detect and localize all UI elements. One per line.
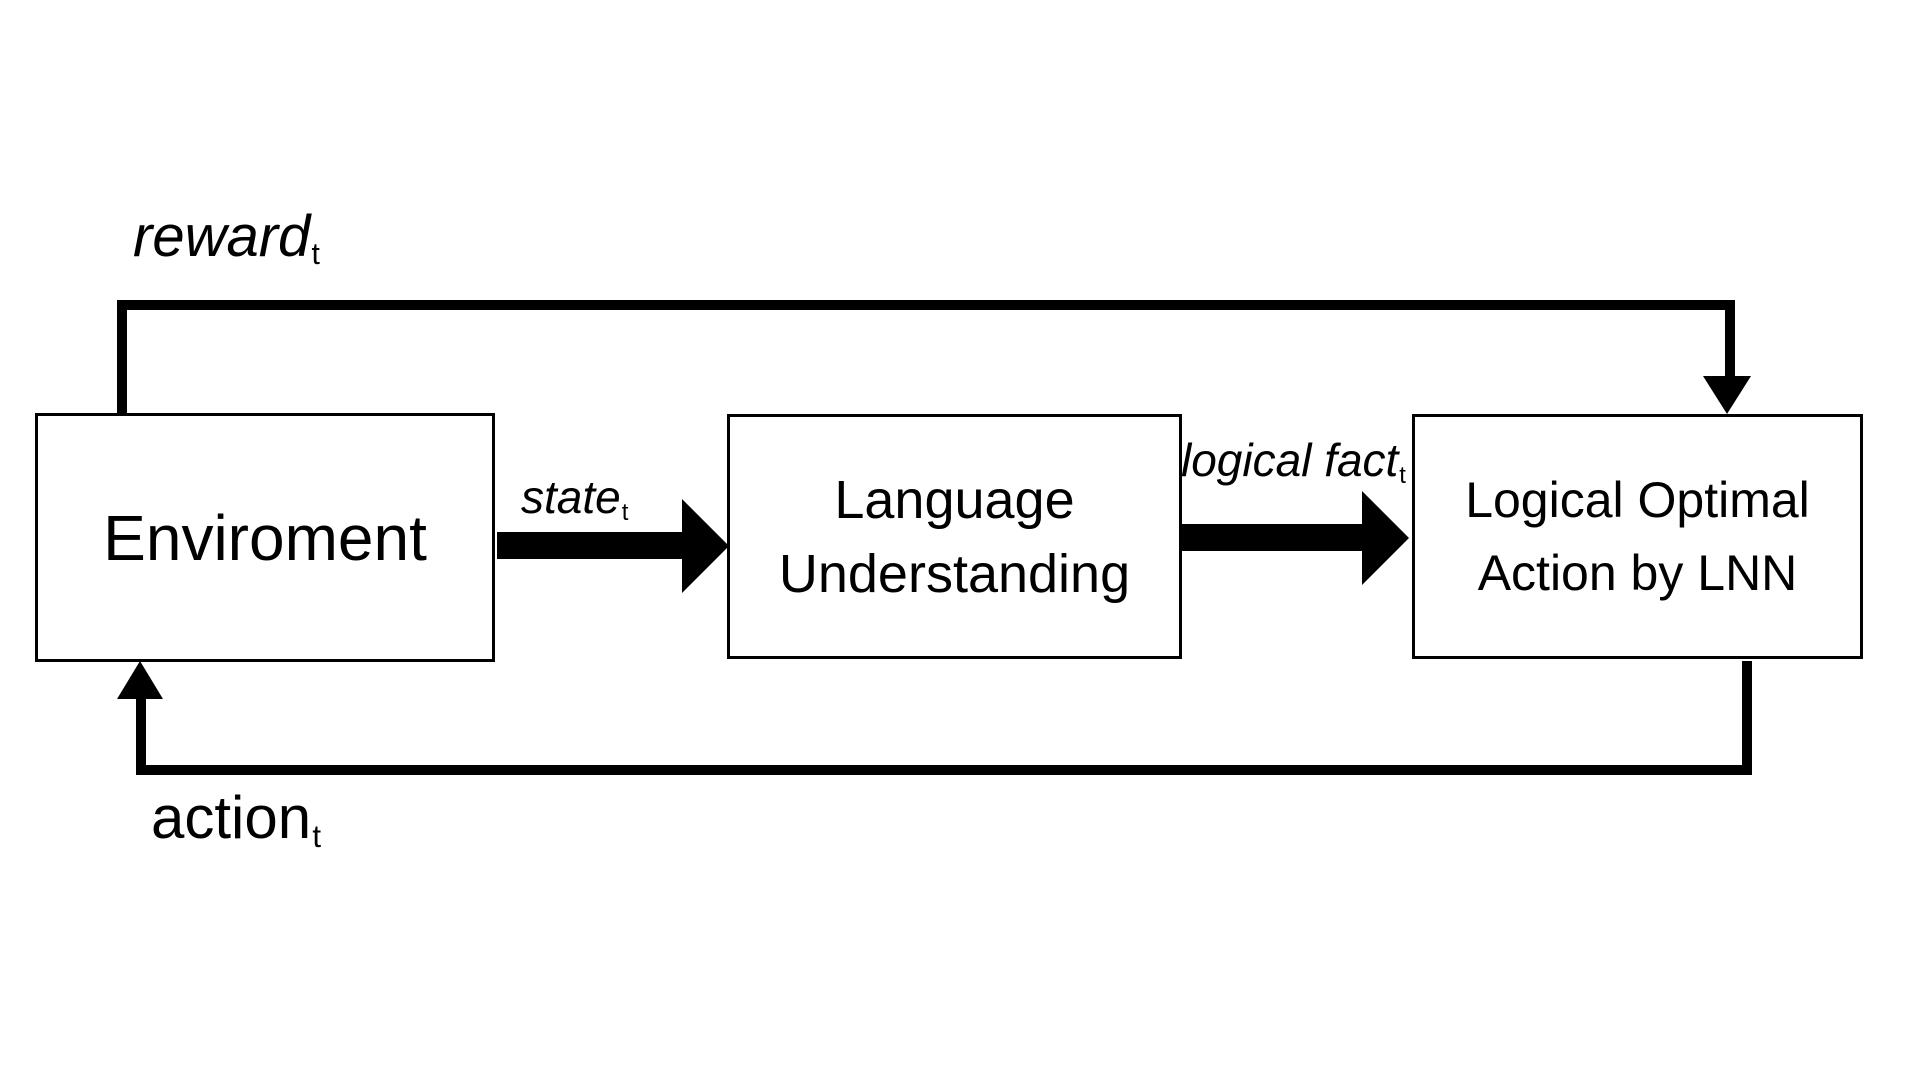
state-edge-label-text: state <box>521 471 621 523</box>
reward-arrow-left-vertical <box>117 300 127 413</box>
state-edge-label-subscript: t <box>621 498 629 526</box>
reward-arrow-horizontal <box>117 300 1735 310</box>
state-arrow-shaft <box>497 532 683 559</box>
reward-edge-label: rewardt <box>133 208 320 271</box>
lnn-action-label-line1: Logical Optimal <box>1465 471 1810 528</box>
reward-edge-label-text: reward <box>133 204 311 269</box>
action-edge-label-text: action <box>151 784 312 851</box>
state-arrowhead-right-icon <box>682 499 729 593</box>
action-arrow-left-vertical <box>136 697 146 775</box>
environment-box: Enviroment <box>35 413 495 662</box>
logical-fact-edge-label: logical factt <box>1181 434 1406 487</box>
reward-arrow-right-vertical <box>1725 300 1735 378</box>
logical-fact-edge-label-text: logical fact <box>1181 434 1399 486</box>
reward-arrowhead-down-icon <box>1703 376 1751 414</box>
language-understanding-label-line1: Language <box>834 469 1075 530</box>
environment-label: Enviroment <box>103 501 427 574</box>
action-arrowhead-up-icon <box>117 661 163 699</box>
lnn-action-box: Logical Optimal Action by LNN <box>1412 414 1863 659</box>
lnn-action-label-line2: Action by LNN <box>1477 544 1798 601</box>
action-edge-label-subscript: t <box>312 818 322 854</box>
logical-fact-edge-label-subscript: t <box>1399 461 1406 489</box>
state-edge-label: statet <box>521 471 628 524</box>
action-arrow-right-vertical <box>1742 661 1752 775</box>
language-understanding-box: Language Understanding <box>727 414 1182 659</box>
action-arrow-horizontal <box>136 765 1752 775</box>
action-edge-label: actiont <box>151 788 321 852</box>
logical-fact-arrowhead-right-icon <box>1362 491 1409 585</box>
reward-edge-label-subscript: t <box>311 238 320 272</box>
language-understanding-label-line2: Understanding <box>778 543 1131 604</box>
logical-fact-arrow-shaft <box>1182 524 1363 551</box>
